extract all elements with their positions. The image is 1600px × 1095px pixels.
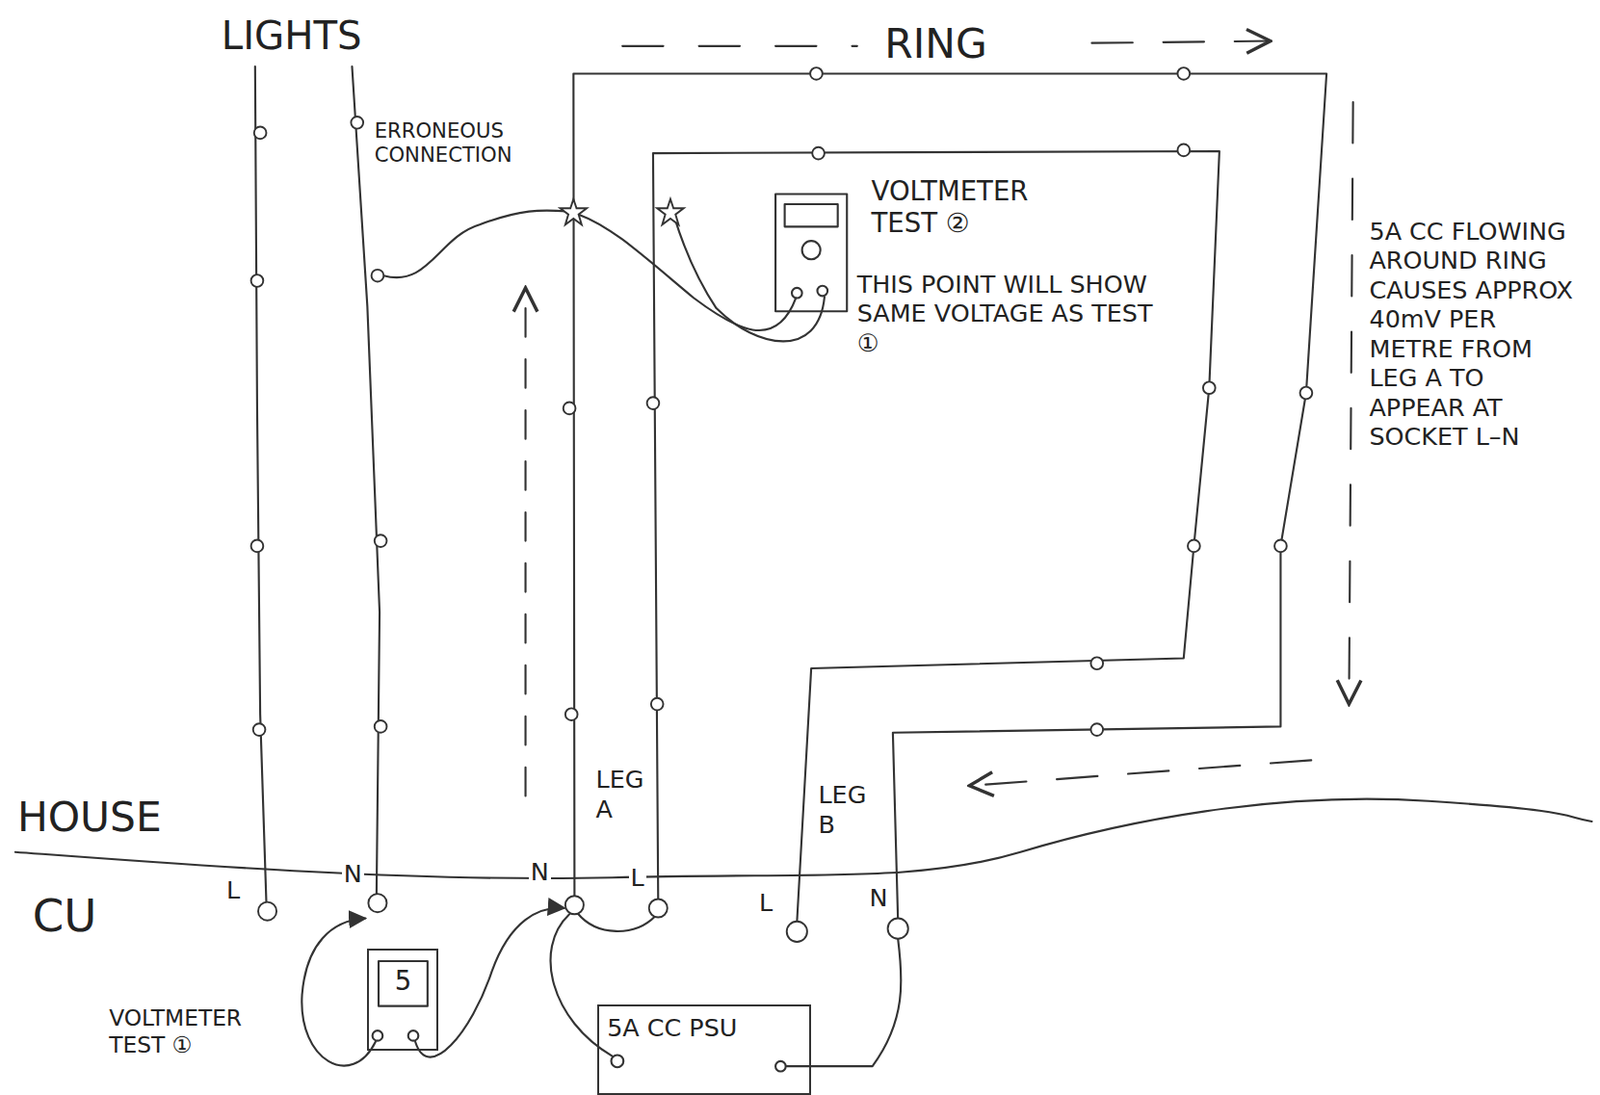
annotation-label: L: [629, 863, 647, 893]
probe-lead: [674, 217, 825, 342]
flow-arrow: [622, 45, 858, 48]
annotation-label: RING: [882, 20, 989, 70]
probe-star: [656, 199, 684, 225]
socket-point: [1177, 67, 1190, 80]
annotation-text: CU: [32, 890, 98, 943]
ring-neutral-wire: [573, 73, 1327, 919]
light-point: [374, 534, 388, 548]
annotation-label: LEG B: [815, 780, 880, 840]
annotation-label: LEG A: [594, 764, 650, 824]
leg-link-wire: [577, 913, 656, 932]
annotation-label: HOUSE: [15, 793, 164, 843]
annotation-text: THIS POINT WILL SHOW SAME VOLTAGE AS TES…: [857, 269, 1154, 358]
flow-arrow: [524, 288, 526, 797]
socket-point: [563, 402, 577, 416]
cu-terminal: [258, 902, 277, 921]
annotation-label: L: [757, 888, 775, 919]
psu-box: 5A CC PSU: [597, 1004, 812, 1095]
voltmeter-terminal: [372, 1030, 384, 1042]
voltmeter-display: [785, 204, 839, 227]
socket-point: [1090, 723, 1103, 736]
cu-terminal: [888, 918, 909, 940]
cu-terminal: [367, 893, 387, 913]
psu-lead: [550, 914, 613, 1056]
cu-terminal: [649, 898, 668, 918]
light-point: [371, 269, 385, 283]
voltmeter-knob: [802, 240, 821, 260]
flow-arrow: [1348, 102, 1353, 705]
lights-neutral-wire: [351, 66, 380, 894]
erroneous-connection-wire: [383, 209, 568, 278]
flow-arrow: [969, 760, 1312, 786]
annotation-label: VOLTMETER TEST ①: [106, 1004, 281, 1059]
annotation-label: N: [341, 859, 365, 890]
light-point: [350, 116, 364, 130]
annotation-text: N: [868, 883, 888, 913]
annotation-text: VOLTMETER TEST ②: [871, 175, 1029, 238]
socket-point: [1177, 144, 1190, 158]
annotation-label: ERRONEOUS CONNECTION: [372, 118, 562, 168]
annotation-text: ERRONEOUS CONNECTION: [374, 118, 513, 167]
annotation-text: RING: [884, 20, 987, 68]
annotation-label: THIS POINT WILL SHOW SAME VOLTAGE AS TES…: [855, 269, 1167, 359]
annotation-text: 5A CC FLOWING AROUND RING CAUSES APPROX …: [1368, 216, 1574, 452]
probe-lead: [578, 214, 797, 331]
annotation-label: CU: [30, 890, 100, 945]
annotation-label: VOLTMETER TEST ②: [869, 175, 1054, 239]
annotation-label: L: [224, 875, 242, 906]
annotation-text: HOUSE: [17, 793, 162, 841]
annotation-text: L: [759, 888, 773, 918]
voltmeter-terminal: [817, 286, 829, 297]
socket-point: [1203, 381, 1216, 394]
annotation-text: VOLTMETER TEST ①: [108, 1004, 242, 1058]
socket-point: [647, 396, 660, 410]
socket-point: [810, 67, 823, 80]
annotation-label: LIGHTS: [219, 12, 365, 59]
voltmeter-terminal: [791, 288, 803, 299]
socket-point: [565, 708, 578, 721]
light-point: [254, 127, 267, 140]
annotation-label: N: [528, 857, 551, 888]
annotation-text: LEG B: [817, 780, 866, 840]
socket-point: [1300, 387, 1313, 400]
annotation-text: L: [630, 863, 645, 892]
light-point: [251, 540, 264, 553]
annotation-text: L: [226, 875, 240, 905]
probe-lead: [301, 918, 375, 1067]
node-text: 5A CC PSU: [606, 1013, 802, 1044]
psu-terminal: [611, 1055, 625, 1069]
light-point: [253, 723, 266, 736]
annotation-text: N: [343, 859, 363, 889]
annotation-text: N: [530, 857, 550, 887]
voltmeter-body: 5: [367, 948, 439, 1051]
cu-terminal: [565, 895, 584, 915]
socket-point: [651, 698, 664, 711]
voltmeter-terminal: [408, 1030, 420, 1042]
probe-star: [560, 199, 588, 225]
lights-live-wire: [255, 66, 267, 903]
node-text: 5: [377, 965, 429, 997]
light-point: [251, 274, 264, 288]
socket-point: [1090, 656, 1103, 670]
annotation-label: N: [866, 883, 890, 914]
psu-terminal: [775, 1061, 787, 1073]
socket-point: [1274, 540, 1287, 553]
annotation-label: 5A CC FLOWING AROUND RING CAUSES APPROX …: [1366, 216, 1587, 452]
socket-point: [1187, 540, 1201, 553]
annotation-text: LEG A: [596, 764, 645, 824]
socket-point: [812, 147, 825, 160]
cu-terminal: [786, 921, 808, 943]
voltmeter-body: [775, 193, 847, 312]
light-point: [374, 720, 388, 734]
psu-lead: [786, 939, 902, 1067]
ring-live-wire: [653, 151, 1220, 923]
annotation-text: LIGHTS: [221, 13, 363, 58]
flow-arrow: [1091, 41, 1270, 44]
